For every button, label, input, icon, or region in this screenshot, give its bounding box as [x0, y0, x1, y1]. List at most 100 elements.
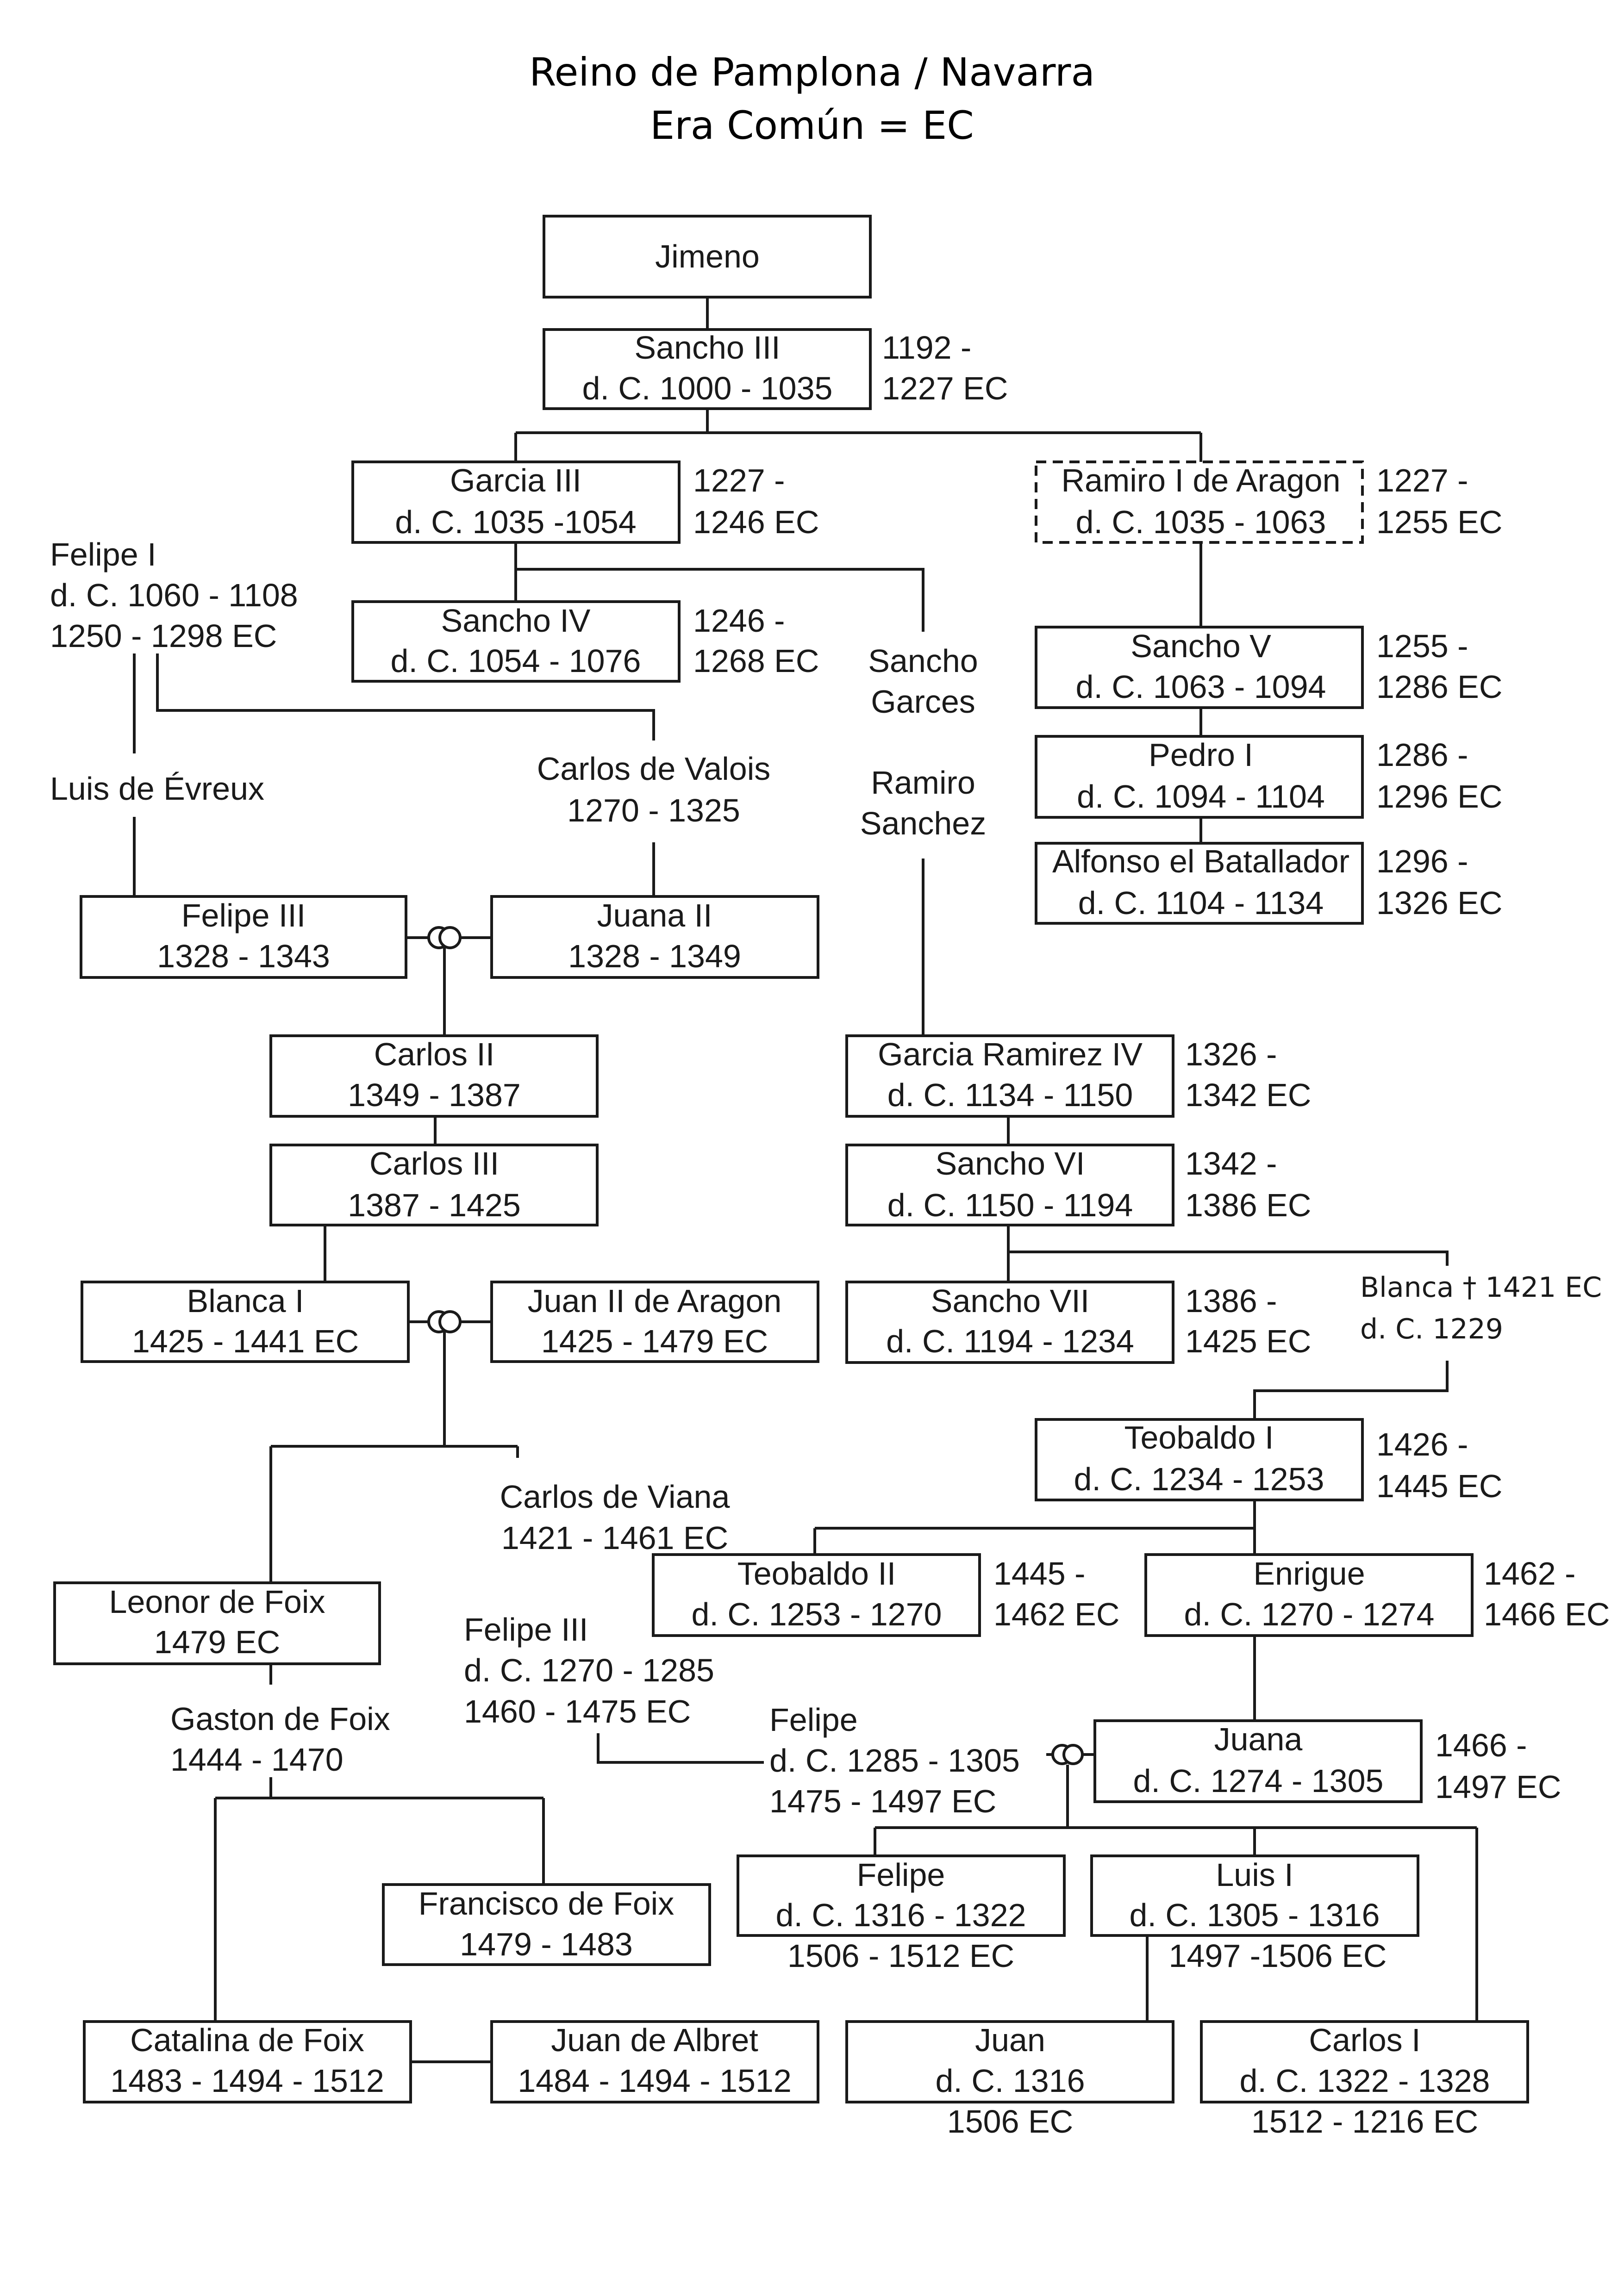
node-juana-b-name: Juana	[1214, 1721, 1303, 1757]
node-garcia-ramirez-name: Garcia Ramirez IV	[878, 1036, 1143, 1072]
node-teobaldo-ii-dates: d. C. 1253 - 1270	[692, 1596, 942, 1632]
diagram-title-line-2: Era Común = EC	[650, 103, 974, 148]
node-pedro-i-dates: d. C. 1094 - 1104	[1077, 778, 1325, 815]
node-sancho-v-ec-1: 1255 -	[1376, 628, 1468, 664]
node-juan-dates: d. C. 1316	[936, 2063, 1085, 2099]
node-ramiro-sanchez-line-2: Sanchez	[860, 805, 986, 841]
node-carlos-i-ec: 1512 - 1216 EC	[1251, 2103, 1478, 2140]
node-enrigue-name: Enrigue	[1253, 1556, 1365, 1592]
node-teobaldo-ii-name: Teobaldo II	[737, 1556, 896, 1592]
node-pedro-i-name: Pedro I	[1149, 737, 1253, 773]
node-gaston-name: Gaston de Foix	[170, 1701, 390, 1737]
edge-felipe-i-carlos-valois	[156, 653, 655, 740]
node-carlos-iii-dates: 1387 - 1425	[348, 1187, 521, 1223]
node-felipe-d-name: Felipe	[857, 1857, 945, 1893]
node-sancho-vi-ec-2: 1386 EC	[1185, 1187, 1311, 1223]
marriage-ring-icon	[427, 926, 462, 949]
node-box-sancho-vi	[845, 1144, 1174, 1226]
node-felipe-i-ec: 1250 - 1298 EC	[50, 618, 277, 654]
node-carlos-iii-name: Carlos III	[369, 1145, 499, 1182]
node-alfonso-dates: d. C. 1104 - 1134	[1078, 885, 1324, 921]
node-box-juana-b	[1093, 1719, 1423, 1803]
node-juan-name: Juan	[975, 2022, 1045, 2058]
node-leonor-dates: 1479 EC	[154, 1624, 280, 1660]
node-blanca-b-name: Blanca † 1421 EC	[1360, 1271, 1602, 1304]
node-garcia-iii-ec-2: 1246 EC	[693, 504, 819, 540]
node-box-sancho-v	[1035, 626, 1364, 709]
node-sancho-iii-name: Sancho III	[634, 330, 780, 366]
node-juan-albret-dates: 1484 - 1494 - 1512	[518, 2063, 792, 2099]
edge-sancho-iii-children	[514, 409, 1202, 462]
edge-marriage-children	[269, 1332, 519, 1583]
connector-lines	[133, 297, 1478, 2063]
node-box-catalina	[83, 2020, 412, 2103]
node-box-luis-i	[1090, 1854, 1419, 1937]
node-sancho-vii-name: Sancho VII	[931, 1283, 1089, 1319]
node-sancho-iv-name: Sancho IV	[441, 603, 591, 639]
node-garcia-iii-name: Garcia III	[450, 462, 581, 498]
node-sancho-vii-ec-2: 1425 EC	[1185, 1323, 1311, 1359]
node-box-leonor	[53, 1581, 381, 1665]
node-juan-ii-dates: 1425 - 1479 EC	[541, 1323, 768, 1359]
node-teobaldo-i-ec-1: 1426 -	[1376, 1426, 1468, 1462]
node-teobaldo-i-dates: d. C. 1234 - 1253	[1074, 1461, 1324, 1497]
node-box-juan-ii	[490, 1281, 819, 1363]
node-sancho-iii-ec-1: 1192 -	[882, 330, 971, 366]
node-juana-b-ec-1: 1466 -	[1435, 1727, 1527, 1763]
node-box-sancho-vii	[845, 1281, 1174, 1364]
node-francisco-name: Francisco de Foix	[418, 1885, 674, 1922]
node-luis-i-name: Luis I	[1216, 1857, 1293, 1893]
node-carlos-viana-name: Carlos de Viana	[500, 1479, 730, 1515]
node-sancho-vii-dates: d. C. 1194 - 1234	[886, 1323, 1134, 1359]
node-carlos-viana-dates: 1421 - 1461 EC	[501, 1520, 728, 1556]
node-sancho-vi-dates: d. C. 1150 - 1194	[887, 1187, 1133, 1223]
node-teobaldo-ii-ec-1: 1445 -	[993, 1556, 1085, 1592]
node-box-enrigue	[1144, 1553, 1474, 1637]
edge-felipe-iii-b-felipe-c	[597, 1733, 764, 1764]
node-ramiro-i-dates: d. C. 1035 - 1063	[1076, 504, 1326, 540]
node-gaston-dates: 1444 - 1470	[170, 1742, 344, 1778]
node-juan-albret-name: Juan de Albret	[551, 2022, 758, 2058]
node-luis-i-ec: 1497 -1506 EC	[1169, 1938, 1387, 1974]
node-enrigue-dates: d. C. 1270 - 1274	[1184, 1596, 1435, 1632]
node-jimeno-name: Jimeno	[655, 238, 760, 274]
node-garcia-ramirez-ec-1: 1326 -	[1185, 1036, 1277, 1072]
node-sancho-v-name: Sancho V	[1131, 628, 1271, 664]
node-sancho-iii-dates: d. C. 1000 - 1035	[582, 370, 833, 406]
edge-blanca-teobaldo-i	[1253, 1361, 1449, 1419]
node-box-garcia-iii	[351, 460, 681, 544]
node-juana-ii-dates: 1328 - 1349	[568, 938, 741, 974]
edge-teobaldo-i-children	[813, 1500, 1256, 1555]
node-juana-ii-name: Juana II	[597, 897, 712, 933]
node-felipe-d-dates: d. C. 1316 - 1322	[776, 1897, 1026, 1933]
node-felipe-iii-b-ec: 1460 - 1475 EC	[464, 1693, 691, 1730]
node-sancho-v-ec-2: 1286 EC	[1376, 669, 1502, 705]
node-box-pedro-i	[1035, 735, 1364, 819]
node-teobaldo-i-name: Teobaldo I	[1124, 1419, 1274, 1456]
node-sancho-iv-ec-1: 1246 -	[693, 603, 785, 639]
marriage-ring-icon	[427, 1310, 462, 1333]
edge-gaston-children	[214, 1777, 545, 2022]
node-sancho-iv-dates: d. C. 1054 - 1076	[391, 643, 641, 679]
node-carlos-i-dates: d. C. 1322 - 1328	[1240, 2063, 1490, 2099]
node-sancho-iii-ec-2: 1227 EC	[882, 370, 1008, 406]
node-pedro-i-ec-1: 1286 -	[1376, 737, 1468, 773]
edge-marriage-children-b	[874, 1765, 1478, 2022]
node-box-sancho-iv	[351, 600, 681, 683]
node-juana-b-dates: d. C. 1274 - 1305	[1133, 1763, 1384, 1799]
node-box-juana-ii	[490, 895, 819, 979]
node-sancho-garces-line-1: Sancho	[868, 643, 978, 679]
node-catalina-dates: 1483 - 1494 - 1512	[110, 2063, 384, 2099]
node-alfonso-ec-1: 1296 -	[1376, 843, 1468, 879]
node-sancho-garces-line-2: Garces	[871, 684, 975, 720]
node-luis-evreux-name: Luis de Évreux	[50, 771, 264, 807]
node-sancho-vi-name: Sancho VI	[936, 1145, 1085, 1182]
node-carlos-ii-dates: 1349 - 1387	[348, 1077, 521, 1113]
node-carlos-i-name: Carlos I	[1309, 2022, 1420, 2058]
node-juan-ii-name: Juan II de Aragon	[528, 1283, 782, 1319]
node-box-alfonso	[1035, 842, 1364, 925]
node-felipe-iii-b-name: Felipe III	[464, 1612, 588, 1648]
edge-sancho-vi-children	[1007, 1225, 1449, 1282]
node-box-carlos-i	[1200, 2020, 1529, 2103]
